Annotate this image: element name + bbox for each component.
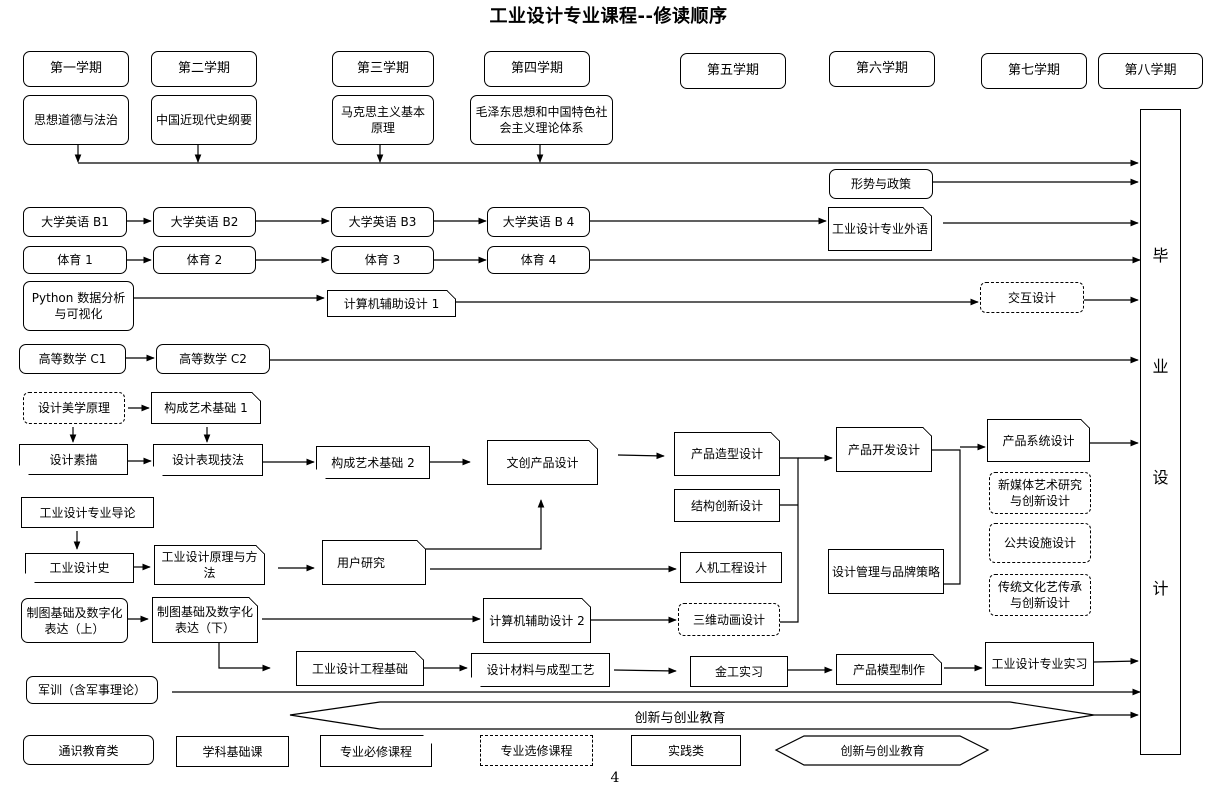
course-design-sketch: 设计素描 [19, 444, 128, 475]
course-pe-1: 体育 1 [23, 246, 127, 274]
course-user-research: 用户研究 [322, 540, 426, 585]
course-product-system: 产品系统设计 [987, 419, 1090, 462]
course-structure-innovation: 结构创新设计 [674, 489, 780, 522]
course-engineering-basics: 工业设计工程基础 [296, 651, 424, 686]
course-composition-2: 构成艺术基础 2 [316, 446, 430, 479]
course-jindaishi: 中国近现代史纲要 [151, 95, 257, 145]
term-7-header: 第七学期 [981, 53, 1087, 89]
course-interaction-design: 交互设计 [980, 282, 1084, 313]
legend-practice: 实践类 [631, 735, 741, 766]
graduation-design: 毕 业 设 计 [1140, 109, 1181, 755]
course-design-management: 设计管理与品牌策略 [828, 549, 944, 594]
course-metalwork-practice: 金工实习 [690, 656, 788, 687]
term-5-header: 第五学期 [680, 53, 786, 89]
legend-major-required: 专业必修课程 [320, 735, 432, 767]
innovation-band-label: 创新与创业教育 [634, 711, 726, 726]
course-composition-1: 构成艺术基础 1 [151, 392, 261, 424]
course-id-principles: 工业设计原理与方法 [154, 545, 265, 585]
course-pe-3: 体育 3 [331, 246, 434, 274]
page-title: 工业设计专业课程--修读顺序 [489, 6, 728, 27]
course-sixiang: 思想道德与法治 [23, 95, 129, 145]
course-military-training: 军训（含军事理论） [26, 676, 158, 704]
graduation-char-3: 设 [1152, 467, 1169, 487]
course-english-b2: 大学英语 B2 [153, 207, 256, 237]
course-materials-processes: 设计材料与成型工艺 [471, 653, 610, 687]
course-3d-animation: 三维动画设计 [678, 603, 780, 636]
course-math-c2: 高等数学 C2 [156, 344, 270, 374]
graduation-char-2: 业 [1152, 356, 1169, 376]
course-english-b1: 大学英语 B1 [23, 207, 127, 237]
course-public-facilities: 公共设施设计 [989, 523, 1091, 563]
course-ergonomics: 人机工程设计 [680, 552, 782, 583]
course-drawing-1: 制图基础及数字化表达（上） [21, 598, 128, 643]
course-pe-4: 体育 4 [487, 246, 590, 274]
course-drawing-2: 制图基础及数字化表达（下） [152, 597, 258, 643]
legend-discipline-basics: 学科基础课 [176, 736, 289, 767]
term-2-header: 第二学期 [151, 51, 257, 87]
legend-innovation: 创新与创业教育 [840, 744, 925, 758]
course-maozedong: 毛泽东思想和中国特色社会主义理论体系 [470, 95, 613, 145]
course-english-b3: 大学英语 B3 [331, 207, 434, 237]
course-math-c1: 高等数学 C1 [19, 344, 126, 374]
legend-major-elective: 专业选修课程 [480, 735, 593, 766]
legend-general-education: 通识教育类 [23, 735, 154, 765]
page-number: 4 [610, 770, 620, 786]
term-6-header: 第六学期 [829, 51, 935, 87]
course-english-b4: 大学英语 B 4 [487, 207, 590, 237]
course-cad-1: 计算机辅助设计 1 [327, 290, 456, 317]
course-new-media: 新媒体艺术研究与创新设计 [989, 472, 1091, 514]
term-8-header: 第八学期 [1098, 53, 1203, 89]
graduation-char-4: 计 [1152, 578, 1169, 598]
course-professional-english: 工业设计专业外语 [828, 207, 932, 251]
course-product-styling: 产品造型设计 [674, 432, 780, 476]
course-makesi: 马克思主义基本原理 [332, 95, 434, 145]
term-1-header: 第一学期 [23, 51, 129, 87]
course-product-development: 产品开发设计 [836, 427, 932, 472]
course-internship: 工业设计专业实习 [985, 642, 1094, 686]
course-traditional-culture: 传统文化艺传承与创新设计 [989, 574, 1091, 616]
course-design-aesthetics: 设计美学原理 [23, 392, 125, 424]
course-pe-2: 体育 2 [153, 246, 256, 274]
graduation-char-1: 毕 [1152, 245, 1169, 265]
course-intro: 工业设计专业导论 [21, 497, 154, 528]
course-xingshi: 形势与政策 [829, 169, 933, 199]
course-python: Python 数据分析与可视化 [23, 281, 134, 331]
term-4-header: 第四学期 [484, 51, 590, 87]
course-cultural-product-design: 文创产品设计 [487, 440, 598, 485]
course-expression-techniques: 设计表现技法 [153, 444, 263, 476]
course-id-history: 工业设计史 [25, 553, 134, 583]
course-model-making: 产品模型制作 [836, 654, 942, 685]
term-3-header: 第三学期 [332, 51, 434, 87]
course-cad-2: 计算机辅助设计 2 [483, 598, 591, 643]
